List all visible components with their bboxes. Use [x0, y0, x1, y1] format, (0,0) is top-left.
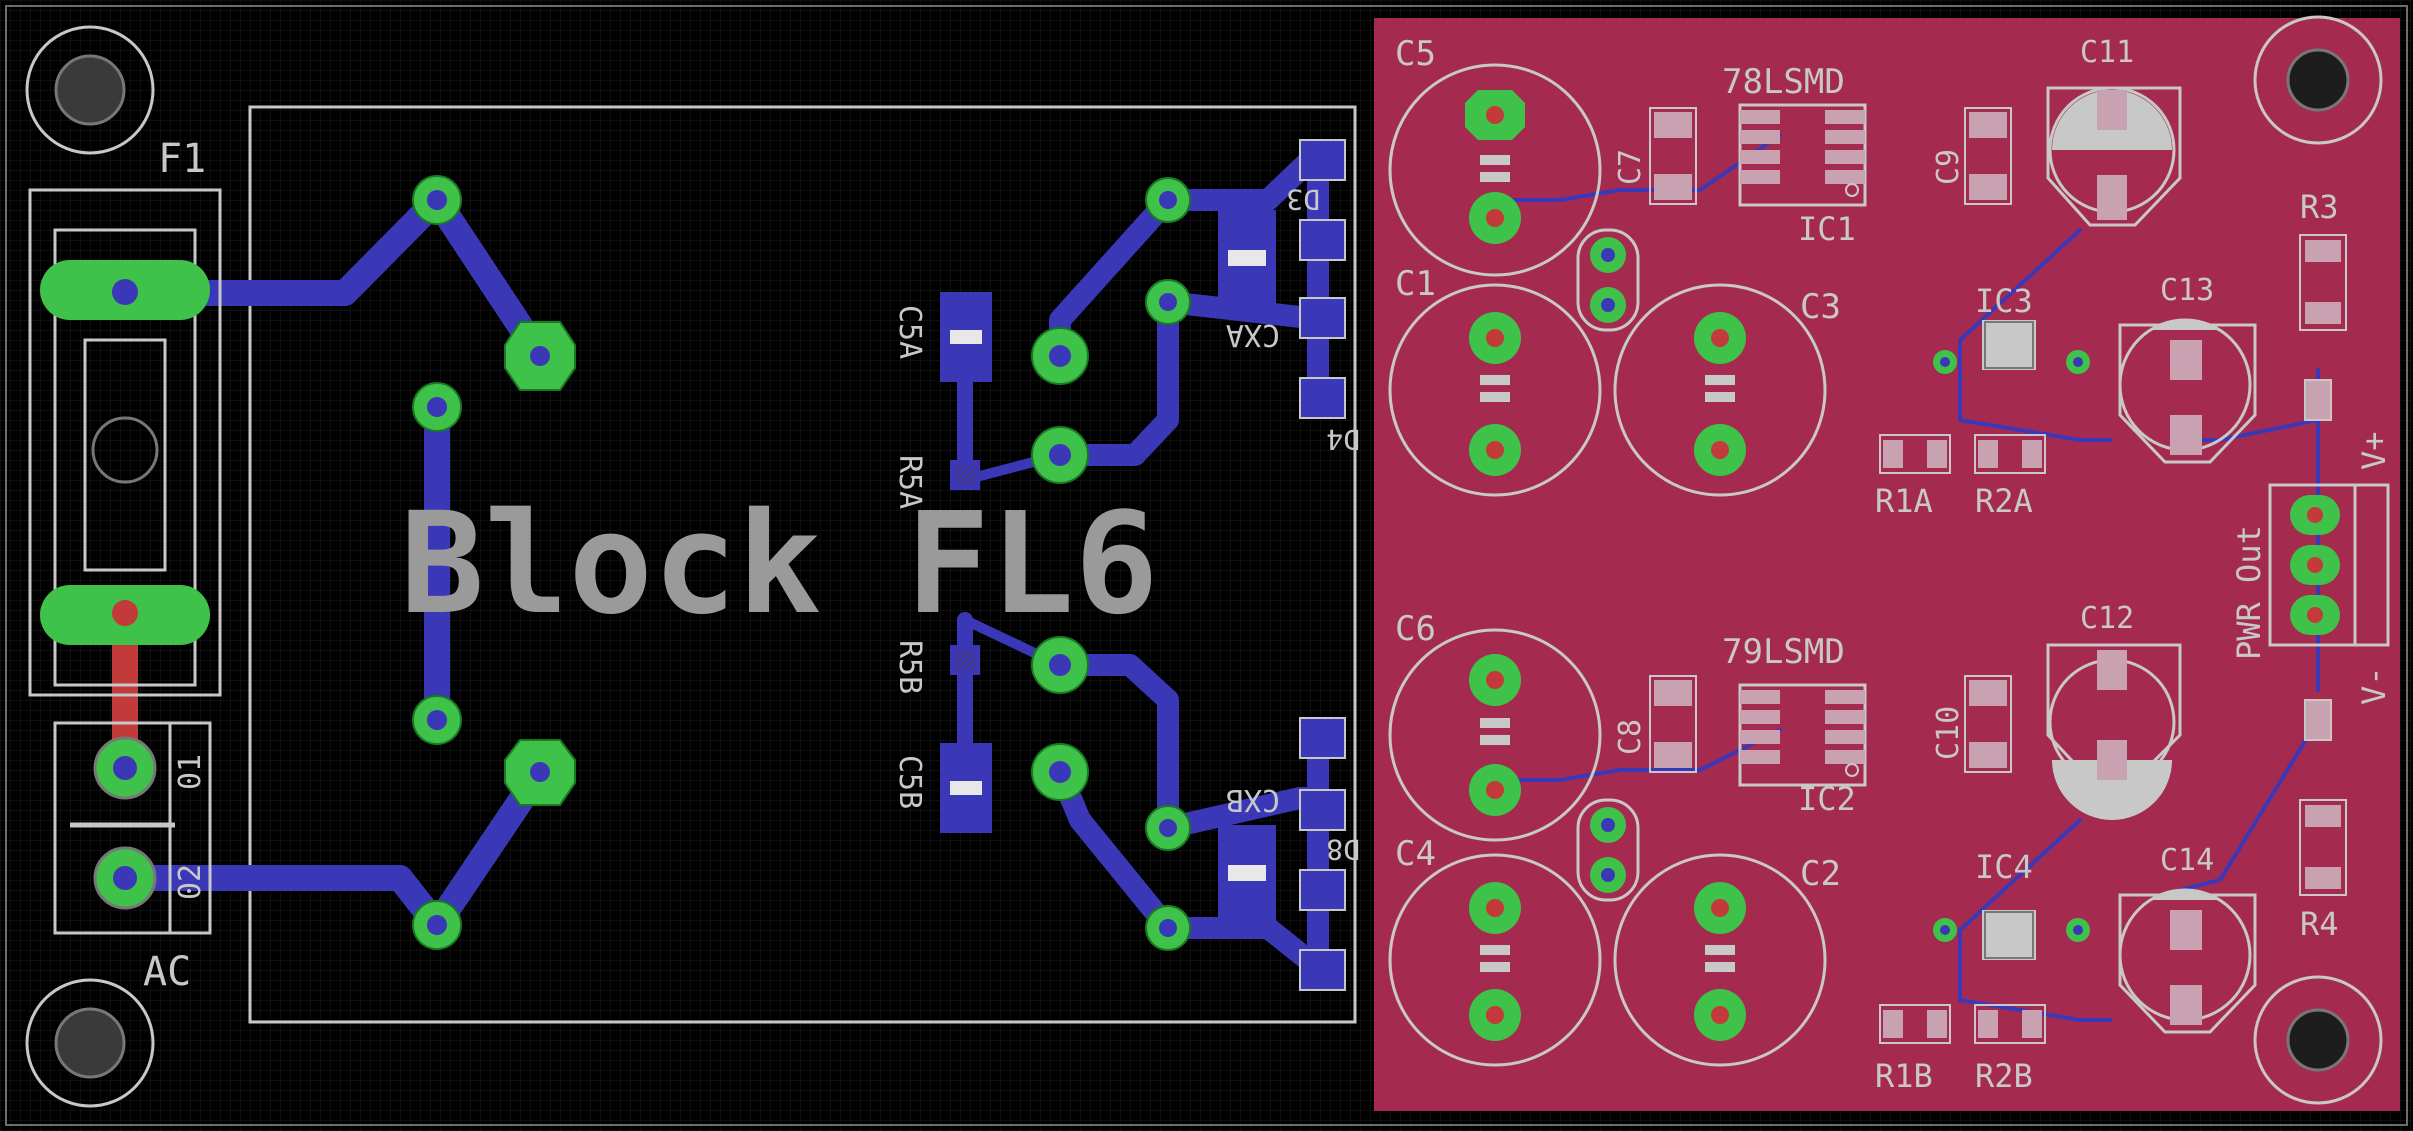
cap-c14[interactable]: C14 [2118, 843, 2257, 1034]
c7-label: C7 [1613, 149, 1648, 185]
c9-label: C9 [1931, 149, 1966, 185]
f1-label: F1 [158, 136, 206, 182]
r3-label: R3 [2300, 188, 2339, 226]
cap-c2[interactable]: C2 [1613, 853, 1841, 1067]
cxa-label: CXA [1226, 317, 1280, 352]
rectifier-vias[interactable] [1031, 177, 1191, 951]
ic1-label: IC1 [1798, 210, 1856, 248]
smd-c8[interactable]: C8 [1613, 675, 1697, 773]
smd-r3[interactable]: R3 [2299, 188, 2347, 331]
c12-label: C12 [2080, 601, 2134, 636]
fuse-holder-f1[interactable]: F1 [28, 136, 222, 697]
d4-label: D4 [1326, 423, 1360, 456]
smd-r4[interactable]: R4 [2299, 799, 2347, 943]
c10-label: C10 [1931, 706, 1966, 760]
c5-label: C5 [1395, 34, 1436, 74]
r4-label: R4 [2300, 905, 2339, 943]
vminus-pad[interactable] [2304, 699, 2332, 741]
mounting-hole-top-right[interactable] [2253, 15, 2383, 145]
cap-c4[interactable]: C4 [1388, 834, 1602, 1067]
pwr-out-connector[interactable]: PWR Out V+ V- [2230, 431, 2393, 705]
c1-label: C1 [1395, 264, 1436, 304]
cap-c11[interactable]: C11 [2046, 35, 2182, 227]
cap-c3[interactable]: C3 [1613, 283, 1841, 497]
smd-r2b[interactable]: R2B [1974, 1004, 2046, 1095]
vplus-pad[interactable] [2304, 379, 2332, 421]
smd-cxb[interactable]: CXB [1218, 782, 1280, 920]
r2a-label: R2A [1975, 482, 2033, 520]
cap-c13[interactable]: C13 [2118, 273, 2257, 464]
c5b-label: C5B [892, 755, 927, 809]
smd-r5b[interactable]: R5B [892, 640, 980, 694]
smd-c10[interactable]: C10 [1931, 675, 2012, 773]
smd-c5b[interactable]: C5B [892, 743, 992, 833]
c8-label: C8 [1613, 719, 1648, 755]
mounting-hole-bottom-left[interactable] [25, 978, 155, 1108]
cap-c6[interactable]: C6 [1388, 609, 1602, 842]
block-label: Block FL6 [400, 483, 1159, 646]
c3-label: C3 [1800, 287, 1841, 327]
diode-pads[interactable] [1299, 139, 1346, 991]
c13-label: C13 [2160, 273, 2214, 308]
transformer-block-outline[interactable] [248, 105, 1357, 1024]
pwr-out-label: PWR Out [2230, 525, 2268, 660]
ic4-label: IC4 [1975, 848, 2033, 886]
smd-r5a[interactable]: R5A [892, 455, 980, 509]
cap-film-upper[interactable] [1576, 228, 1640, 332]
rectifier-via-holes [1049, 191, 1177, 937]
r5b-label: R5B [892, 640, 927, 694]
ic3-adjust[interactable]: IC3 [1933, 282, 2090, 374]
v-minus-label: V- [2355, 666, 2393, 705]
r1b-label: R1B [1875, 1057, 1933, 1095]
transformer-pins[interactable] [412, 175, 576, 950]
r1a-label: R1A [1875, 482, 1933, 520]
smd-r1a[interactable]: R1A [1875, 434, 1951, 520]
r2b-label: R2B [1975, 1057, 2033, 1095]
cxb-label: CXB [1226, 782, 1280, 817]
smd-c9[interactable]: C9 [1931, 107, 2012, 205]
ic2-label: IC2 [1798, 780, 1856, 818]
ic4-adjust[interactable]: IC4 [1933, 848, 2090, 960]
ic3-label: IC3 [1975, 282, 2033, 320]
transformer-pin-holes [427, 190, 550, 935]
ac-terminal-block[interactable]: 01 02 AC [53, 721, 212, 995]
ac-label: AC [143, 949, 191, 995]
cap-c5[interactable]: C5 [1388, 34, 1602, 277]
smd-r1b[interactable]: R1B [1875, 1004, 1951, 1095]
cap-c1[interactable]: C1 [1388, 264, 1602, 497]
ac-pin1-label: 01 [173, 754, 208, 790]
cap-c12[interactable]: C12 [2046, 601, 2182, 820]
c6-label: C6 [1395, 609, 1436, 649]
reg-pos-label: 78LSMD [1722, 62, 1845, 102]
c4-label: C4 [1395, 834, 1436, 874]
c5a-label: C5A [892, 305, 927, 359]
cap-film-lower[interactable] [1576, 798, 1640, 902]
ac-pin2-label: 02 [173, 864, 208, 900]
smd-r2a[interactable]: R2A [1974, 434, 2046, 520]
c2-label: C2 [1800, 854, 1841, 894]
mounting-hole-top-left[interactable] [25, 25, 155, 155]
board-outline [5, 5, 2408, 1126]
smd-c5a[interactable]: C5A [892, 292, 992, 382]
d8-label: D8 [1326, 833, 1360, 866]
d3-label: D3 [1286, 183, 1320, 216]
v-plus-label: V+ [2355, 431, 2393, 470]
smd-c7[interactable]: C7 [1613, 107, 1697, 205]
reg-neg-label: 79LSMD [1722, 632, 1845, 672]
smd-cxa[interactable]: CXA [1218, 210, 1280, 352]
ic2-regulator[interactable]: 79LSMD IC2 [1722, 632, 1867, 818]
c11-label: C11 [2080, 35, 2134, 70]
r5a-label: R5A [892, 455, 927, 509]
mounting-hole-bottom-right[interactable] [2253, 975, 2383, 1105]
c14-label: C14 [2160, 843, 2214, 878]
ic1-regulator[interactable]: 78LSMD IC1 [1722, 62, 1867, 248]
